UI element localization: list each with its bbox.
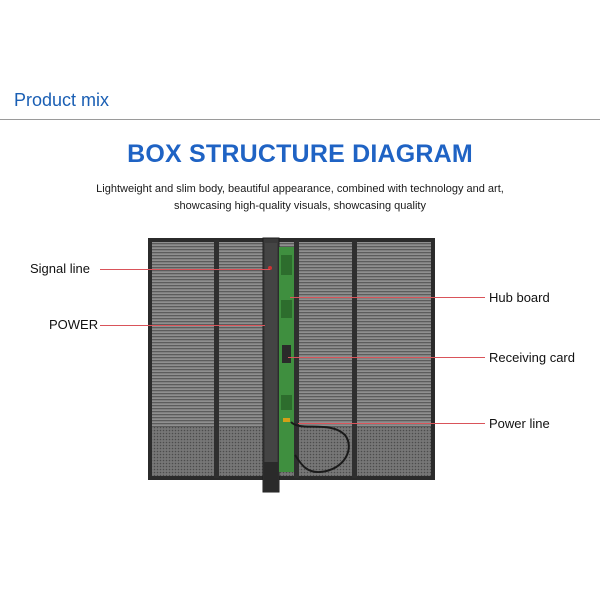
power-line-cable — [290, 421, 350, 474]
leader-receiving-card — [288, 357, 485, 358]
label-hub-board: Hub board — [489, 290, 550, 305]
leader-signal-line — [100, 269, 270, 270]
header-divider — [0, 119, 600, 120]
hub-board-pcb — [279, 247, 294, 472]
leader-power-line — [298, 423, 485, 424]
label-power-line: Power line — [489, 416, 550, 431]
power-box — [262, 237, 280, 493]
label-power: POWER — [49, 317, 99, 332]
leader-hub-board — [290, 297, 485, 298]
section-header-title: Product mix — [14, 90, 110, 110]
label-signal-line: Signal line — [30, 261, 90, 276]
cabinet-ribs — [214, 240, 357, 478]
subtitle-line-1: Lightweight and slim body, beautiful app… — [96, 183, 504, 195]
subtitle-line-2: showcasing high-quality visuals, showcas… — [174, 200, 426, 212]
label-receiving-card: Receiving card — [489, 350, 575, 365]
diagram-subtitle: Lightweight and slim body, beautiful app… — [0, 181, 600, 215]
leader-power — [100, 325, 265, 326]
diagram-title: BOX STRUCTURE DIAGRAM — [127, 140, 473, 168]
